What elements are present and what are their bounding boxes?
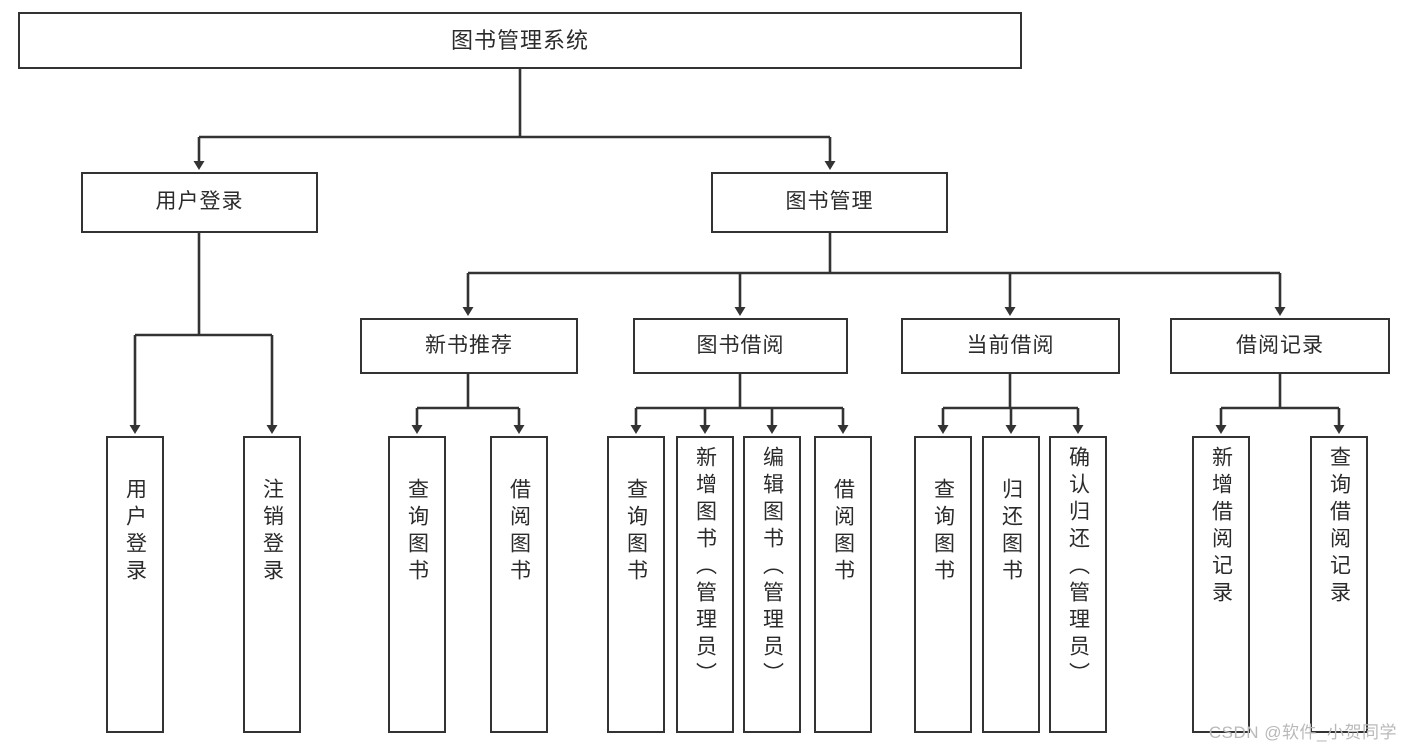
- node-label: 确认归还（管理员）: [1066, 446, 1090, 689]
- node-new-book-recommend[interactable]: 新书推荐: [360, 318, 578, 374]
- leaf-logout-login[interactable]: 注销登录: [243, 436, 301, 733]
- node-label: 查询图书: [405, 478, 429, 586]
- node-label: 借阅记录: [1236, 333, 1324, 357]
- leaf-edit-book-admin[interactable]: 编辑图书（管理员）: [743, 436, 801, 733]
- leaf-query-book-recommend[interactable]: 查询图书: [388, 436, 446, 733]
- node-label: 查询借阅记录: [1327, 446, 1351, 608]
- node-borrow-record[interactable]: 借阅记录: [1170, 318, 1390, 374]
- node-label: 查询图书: [931, 478, 955, 586]
- leaf-query-book-current[interactable]: 查询图书: [914, 436, 972, 733]
- node-label: 新增借阅记录: [1209, 446, 1233, 608]
- node-root-system[interactable]: 图书管理系统: [18, 12, 1022, 69]
- node-label: 借阅图书: [831, 478, 855, 586]
- leaf-add-borrow-record[interactable]: 新增借阅记录: [1192, 436, 1250, 733]
- node-label: 当前借阅: [966, 333, 1055, 357]
- leaf-return-book[interactable]: 归还图书: [982, 436, 1040, 733]
- node-label: 编辑图书（管理员）: [760, 446, 784, 689]
- leaf-query-book-borrow[interactable]: 查询图书: [607, 436, 665, 733]
- node-label: 用户登录: [123, 478, 147, 586]
- watermark-text: CSDN @软件_小贺同学: [1208, 723, 1397, 742]
- node-label: 新增图书（管理员）: [693, 446, 717, 689]
- node-label: 新书推荐: [425, 333, 513, 357]
- node-label: 查询图书: [624, 478, 648, 586]
- node-book-management[interactable]: 图书管理: [711, 172, 948, 233]
- node-current-borrow[interactable]: 当前借阅: [901, 318, 1120, 374]
- leaf-borrow-book[interactable]: 借阅图书: [814, 436, 872, 733]
- node-label: 图书管理: [785, 190, 874, 214]
- node-user-login[interactable]: 用户登录: [81, 172, 318, 233]
- node-label: 归还图书: [999, 478, 1023, 586]
- node-label: 图书管理系统: [450, 27, 589, 53]
- node-label: 注销登录: [260, 478, 284, 586]
- leaf-add-book-admin[interactable]: 新增图书（管理员）: [676, 436, 734, 733]
- node-label: 图书借阅: [696, 333, 785, 357]
- node-book-borrow[interactable]: 图书借阅: [633, 318, 848, 374]
- leaf-borrow-book-recommend[interactable]: 借阅图书: [490, 436, 548, 733]
- leaf-user-login[interactable]: 用户登录: [106, 436, 164, 733]
- leaf-query-borrow-record[interactable]: 查询借阅记录: [1310, 436, 1368, 733]
- node-label: 借阅图书: [507, 478, 531, 586]
- node-label: 用户登录: [155, 190, 244, 214]
- leaf-confirm-return-admin[interactable]: 确认归还（管理员）: [1049, 436, 1107, 733]
